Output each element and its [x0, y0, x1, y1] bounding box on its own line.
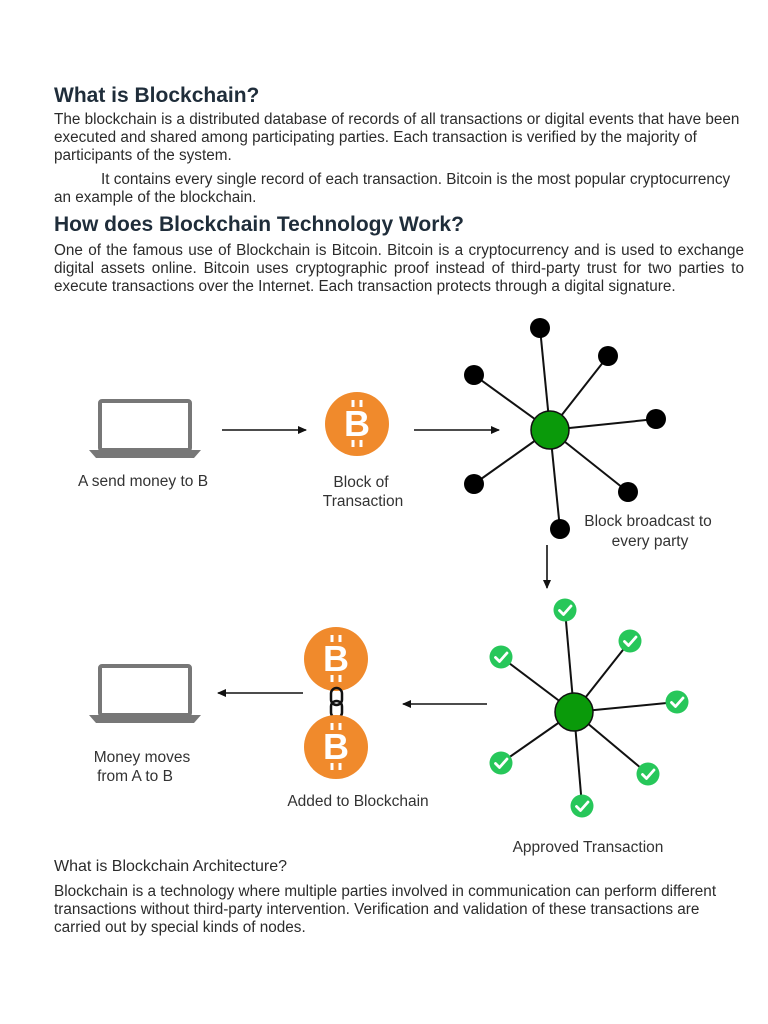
check-icon — [569, 793, 595, 819]
party-node — [646, 409, 666, 429]
paragraph-architecture: Blockchain is a technology where multipl… — [54, 883, 717, 937]
party-node — [598, 346, 618, 366]
money-moves-line2: from A to B — [97, 768, 173, 785]
check-icon — [552, 597, 578, 623]
check-icon — [617, 628, 643, 654]
laptop-icon — [87, 399, 203, 460]
hub-node — [530, 410, 570, 450]
paragraph-how-it-works: One of the famous use of Blockchain is B… — [54, 242, 744, 296]
party-node — [464, 474, 484, 494]
paragraph-bitcoin-example: It contains every single record of each … — [54, 171, 731, 207]
broadcast-network — [464, 318, 666, 539]
check-icon — [488, 750, 514, 776]
check-icon — [488, 644, 514, 670]
paragraph-definition: The blockchain is a distributed database… — [54, 111, 740, 165]
approved-label: Approved Transaction — [513, 839, 664, 856]
approved-network — [488, 597, 690, 819]
bitcoin-icon — [302, 625, 370, 693]
check-icon — [664, 689, 690, 715]
block-label-line2: Transaction — [323, 493, 403, 510]
laptop-icon — [87, 664, 203, 725]
check-icon — [635, 761, 661, 787]
chain-link-icon — [329, 686, 344, 720]
heading-what-is-blockchain: What is Blockchain? — [54, 84, 260, 107]
heading-how-blockchain-works: How does Blockchain Technology Work? — [54, 213, 464, 236]
broadcast-label-line1: Block broadcast to — [584, 513, 712, 530]
party-node — [550, 519, 570, 539]
party-node — [530, 318, 550, 338]
bitcoin-icon — [302, 713, 370, 781]
block-label-line1: Block of — [333, 474, 389, 491]
bitcoin-icon — [323, 390, 391, 458]
hub-node — [554, 692, 594, 732]
added-label: Added to Blockchain — [287, 793, 428, 810]
party-node — [618, 482, 638, 502]
broadcast-label-line2: every party — [612, 533, 689, 550]
party-node — [464, 365, 484, 385]
heading-architecture: What is Blockchain Architecture? — [54, 858, 287, 875]
send-money-label: A send money to B — [78, 473, 208, 490]
money-moves-line1: Money moves — [94, 749, 191, 766]
